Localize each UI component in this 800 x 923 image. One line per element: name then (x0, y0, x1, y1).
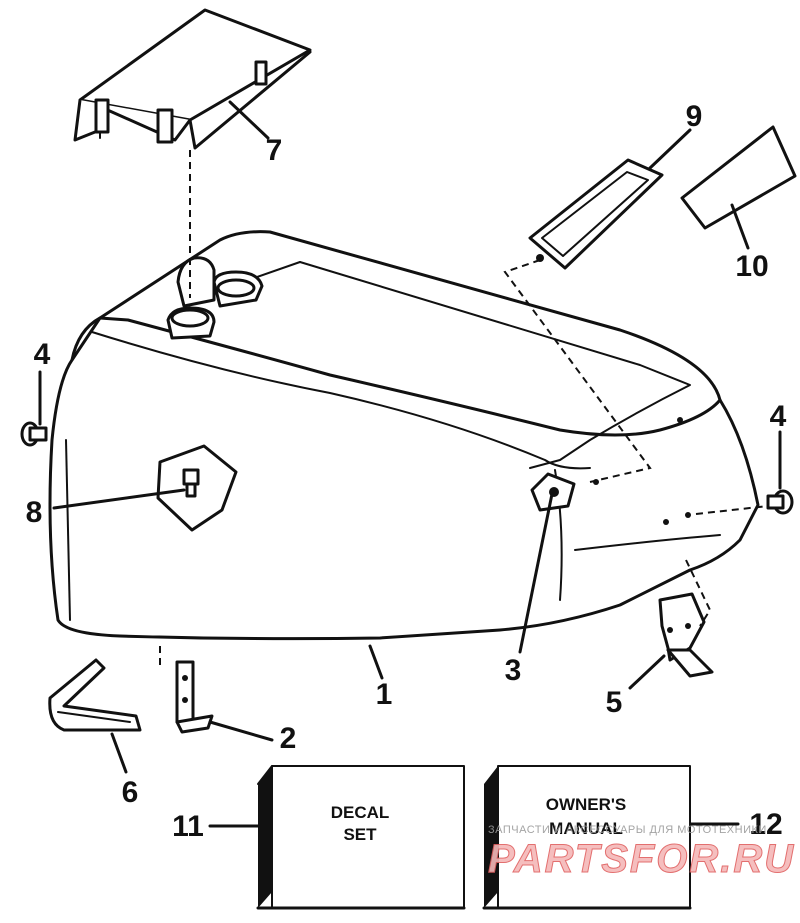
part-12-owners-manual-box: OWNER'S MANUAL (482, 765, 692, 910)
callout-5: 5 (606, 686, 623, 719)
watermark-tagline: ЗАПЧАСТИ И АКСЕССУАРЫ ДЛЯ МОТОТЕХНИКИ (488, 824, 767, 836)
callout-6: 6 (122, 776, 139, 809)
callout-8: 8 (26, 496, 43, 529)
watermark: ЗАПЧАСТИ И АКСЕССУАРЫ ДЛЯ МОТОТЕХНИКИ PA… (488, 824, 795, 882)
callout-9: 9 (686, 100, 703, 133)
part-4-plug-left (20, 421, 48, 447)
callout-4-left: 4 (34, 338, 51, 371)
part-8-latch-plate (156, 444, 238, 532)
callout-2: 2 (280, 722, 297, 755)
callout-7: 7 (266, 134, 283, 167)
part-11-decal-set-box: DECAL SET (256, 765, 466, 910)
callout-10: 10 (735, 250, 768, 283)
part-2-bracket (175, 660, 214, 734)
callout-4-right: 4 (770, 400, 787, 433)
owners-manual-line2: MANUAL (549, 819, 623, 838)
part-9-alignment-line (503, 259, 652, 483)
leader-lines (38, 100, 782, 828)
engine-cowl (48, 230, 760, 641)
part-10-decal-strip (680, 125, 797, 230)
decal-set-line1: DECAL (331, 803, 390, 822)
part-4-alignment-line (695, 505, 769, 515)
callout-1: 1 (376, 678, 393, 711)
callout-3: 3 (505, 654, 522, 687)
callout-11: 11 (172, 810, 204, 843)
decal-set-line2: SET (343, 825, 377, 844)
part-3-latch (530, 472, 576, 512)
part-4-plug-right (766, 489, 794, 515)
callout-labels: 7 9 10 4 4 8 3 1 2 5 6 11 12 (26, 100, 787, 843)
owners-manual-line1: OWNER'S (546, 795, 627, 814)
part-6-seal-strip (48, 658, 142, 732)
watermark-logo: PARTSFOR.RU (488, 837, 795, 881)
part-5-alignment-line (685, 559, 712, 627)
part-5-bracket (658, 592, 714, 678)
part-9-window-frame (528, 158, 664, 270)
callout-12: 12 (749, 808, 782, 841)
part-7-rear-cover (73, 8, 312, 150)
